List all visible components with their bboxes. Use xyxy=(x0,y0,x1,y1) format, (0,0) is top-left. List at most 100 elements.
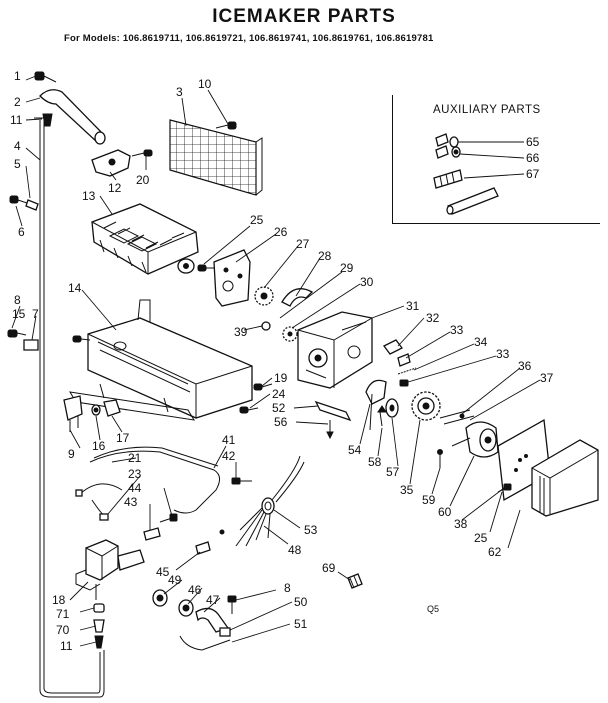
motor-part-60 xyxy=(451,421,499,458)
nut-part-71 xyxy=(93,603,105,613)
clamp-part-7 xyxy=(23,339,39,351)
clip-part-32 xyxy=(383,339,403,355)
part-label: 8 xyxy=(14,293,21,307)
ferrule-part-70 xyxy=(93,619,105,633)
aux-fitting-part-66 xyxy=(433,169,463,189)
gear-part-30 xyxy=(282,326,298,342)
part-label: 5 xyxy=(14,157,21,171)
part-label: 33 xyxy=(450,323,464,337)
part-label: 71 xyxy=(56,607,70,621)
auxiliary-parts-title: AUXILIARY PARTS xyxy=(433,104,541,116)
part-label: 19 xyxy=(274,371,288,385)
screw-part-33-lower xyxy=(399,379,409,387)
water-tube-clip-part-2 xyxy=(39,89,106,145)
part-label: 52 xyxy=(272,401,286,415)
part-label: 2 xyxy=(14,95,21,109)
part-label: 27 xyxy=(296,237,310,251)
coupling-part-36 xyxy=(439,409,475,425)
part-label: 11 xyxy=(10,113,23,127)
wire-bundle-part-48 xyxy=(235,455,305,547)
screw-part-19 xyxy=(253,383,273,391)
leader-lines xyxy=(11,75,541,647)
screw-part-44 xyxy=(159,513,178,523)
part-label: 54 xyxy=(348,443,362,457)
screw-part-33 xyxy=(397,353,411,367)
part-label: 20 xyxy=(136,173,150,187)
part-label: 34 xyxy=(474,335,488,349)
timing-gear-part-35 xyxy=(411,391,441,421)
part-label: 50 xyxy=(294,595,308,609)
water-valve-part-18 xyxy=(75,539,145,600)
bolt-part-1 xyxy=(34,71,57,83)
part-label: 3 xyxy=(176,85,183,99)
part-label: 67 xyxy=(526,167,540,181)
part-label: 48 xyxy=(288,543,302,557)
arm-part-52 xyxy=(314,400,352,422)
part-label: 57 xyxy=(386,465,400,479)
part-label: 1 xyxy=(14,69,21,83)
part-label: 26 xyxy=(274,225,288,239)
screw-part-42 xyxy=(219,477,252,535)
fitting-part-49 xyxy=(152,589,168,607)
gear-part-27 xyxy=(254,286,274,306)
part-label: 6 xyxy=(18,225,25,239)
screw-part-10 xyxy=(215,121,237,130)
motor-housing-part-31 xyxy=(297,311,373,389)
part-label: 45 xyxy=(156,565,170,579)
part-label: 9 xyxy=(68,447,75,461)
plug-part-11 xyxy=(42,113,53,127)
support-housing-part-14 xyxy=(87,299,253,419)
clamp-part-50 xyxy=(219,627,231,637)
screw-part-8 xyxy=(7,329,27,338)
screw-part-59 xyxy=(437,449,443,468)
screw-part-20 xyxy=(131,149,153,157)
part-label: 37 xyxy=(540,371,554,385)
fitting-part-43 xyxy=(143,527,161,541)
part-label: 42 xyxy=(222,449,236,463)
part-label: 49 xyxy=(168,573,182,587)
part-label: 43 xyxy=(124,495,138,509)
insert-part-11-lower xyxy=(94,635,104,649)
part-label: 39 xyxy=(234,325,248,339)
ice-mold-part-13 xyxy=(91,203,199,275)
part-label: 30 xyxy=(360,275,374,289)
part-label: 70 xyxy=(56,623,70,637)
spring-part-16 xyxy=(91,404,101,416)
clip-part-45 xyxy=(195,541,211,555)
part-label: 35 xyxy=(400,483,414,497)
cam-part-17 xyxy=(103,399,121,417)
washer-part-39 xyxy=(261,321,271,331)
part-label: 53 xyxy=(304,523,318,537)
part-label: 8 xyxy=(284,581,291,595)
part-label: 32 xyxy=(426,311,440,325)
screw-part-58 xyxy=(377,405,387,427)
auxiliary-parts-box xyxy=(392,95,600,224)
part-label: 12 xyxy=(108,181,122,195)
screw-part-6 xyxy=(9,195,39,211)
gear-part-57 xyxy=(385,398,399,418)
part-label: 51 xyxy=(294,617,308,631)
fitting-part-46 xyxy=(178,599,194,617)
fitting-part-69 xyxy=(347,573,363,589)
cam-part-28 xyxy=(281,288,314,307)
switch-part-9 xyxy=(63,395,83,432)
diagram-code: Q5 xyxy=(427,604,440,614)
part-label: 16 xyxy=(92,439,106,453)
part-label: 60 xyxy=(438,505,452,519)
part-label: 4 xyxy=(14,139,21,153)
part-label: 18 xyxy=(52,593,66,607)
part-label: 66 xyxy=(526,151,540,165)
wire-lead-part-23 xyxy=(91,499,109,521)
lever-part-54 xyxy=(365,379,387,431)
part-label: 21 xyxy=(128,451,142,465)
tube-part-47 xyxy=(179,607,231,651)
part-label: 25 xyxy=(250,213,264,227)
part-label: 62 xyxy=(488,545,502,559)
screw-part-56 xyxy=(326,420,334,440)
mold-cover-part-3 xyxy=(169,119,263,196)
screw-part-15 xyxy=(72,335,91,343)
part-label: 56 xyxy=(274,415,288,429)
aux-fitting-part-65 xyxy=(435,133,461,159)
